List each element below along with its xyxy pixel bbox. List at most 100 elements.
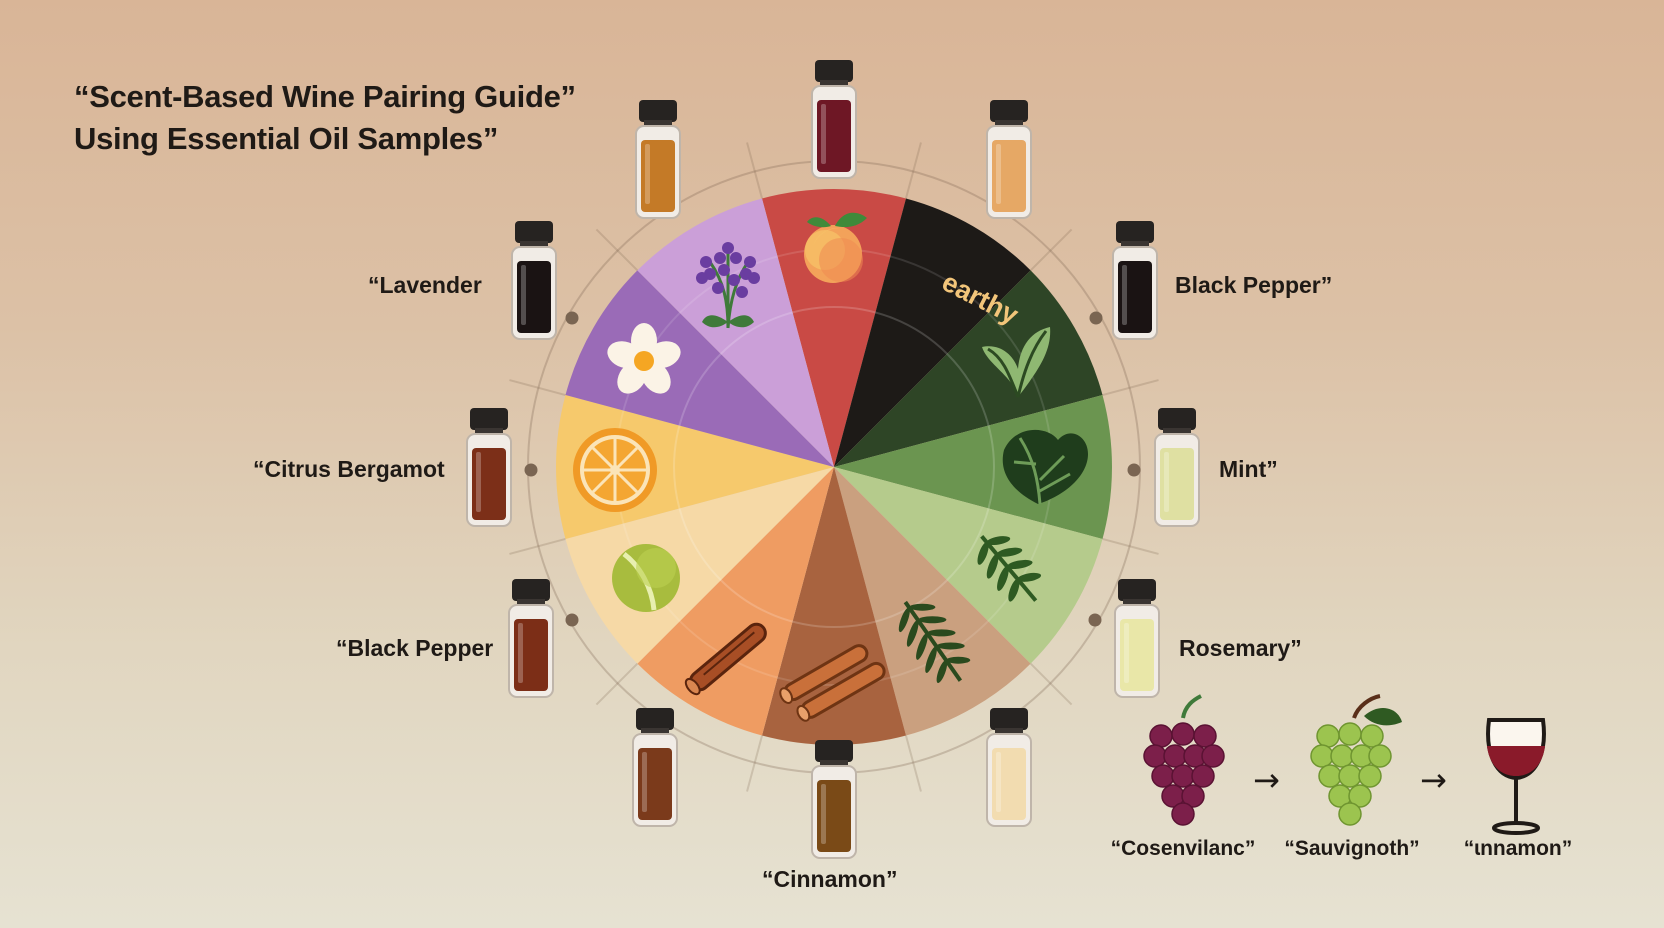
flow-label-3: “ɩnnamon” — [1463, 837, 1573, 860]
ring-spoke — [746, 142, 764, 199]
ring-spoke — [1029, 228, 1073, 272]
bottle-neck — [520, 241, 548, 249]
oil-bottle-8 — [632, 708, 678, 827]
bottle-highlight — [521, 265, 526, 325]
bottle-cap — [990, 708, 1028, 730]
oil-bottle-1 — [811, 60, 857, 179]
bottle-highlight — [821, 104, 826, 164]
bottle-neck — [475, 428, 503, 436]
bottle-highlight — [996, 752, 1001, 812]
bottle-oil — [641, 140, 675, 212]
ring-spoke — [746, 735, 764, 792]
bottle-neck — [641, 728, 669, 736]
orange-slice-icon — [573, 428, 657, 512]
oil-bottle-4 — [1154, 408, 1200, 527]
peach-icon — [804, 212, 867, 283]
bottle-cap — [639, 100, 677, 122]
label-black-pepper-right: Black Pepper” — [1175, 272, 1333, 298]
bottle-cap — [470, 408, 508, 430]
rosemary-sprig-icon — [898, 600, 971, 684]
lime-icon — [612, 544, 680, 612]
bottle-oil — [514, 619, 548, 691]
bottle-oil — [517, 261, 551, 333]
bottle-oil — [817, 100, 851, 172]
cinnamon-sticks-icon — [779, 644, 886, 722]
label-mint: Mint” — [1219, 456, 1278, 482]
bottle-highlight — [821, 784, 826, 844]
lavender-icon — [696, 242, 760, 329]
bottle-oil — [817, 780, 851, 852]
bottle-highlight — [1124, 623, 1129, 683]
bottle-neck — [820, 760, 848, 768]
label-citrus-bergamot: “Citrus Bergamot — [253, 456, 445, 482]
wheel-segment-1 — [762, 189, 906, 468]
oil-bottle-3 — [1112, 221, 1158, 340]
connector-dot-3 — [524, 463, 538, 477]
bottle-oil — [1120, 619, 1154, 691]
oil-bottles — [466, 60, 1200, 859]
oil-bottle-10 — [466, 408, 512, 527]
bottle-cap — [515, 221, 553, 243]
wheel-segment-12 — [637, 198, 834, 467]
bottle-neck — [995, 728, 1023, 736]
bottle-highlight — [996, 144, 1001, 204]
wheel-segment-11 — [565, 270, 834, 467]
bottle-neck — [1123, 599, 1151, 607]
bottle-highlight — [642, 752, 647, 812]
wheel-segment-6 — [834, 467, 1031, 736]
bottle-cap — [990, 100, 1028, 122]
wheel-segment-5 — [834, 467, 1103, 664]
bottle-cap — [1118, 579, 1156, 601]
bottle-neck — [995, 120, 1023, 128]
connector-dot-6 — [1088, 613, 1102, 627]
bottle-cap — [512, 579, 550, 601]
wine-glass-icon — [1486, 718, 1546, 835]
bottle-neck — [644, 120, 672, 128]
label-lavender: “Lavender — [368, 272, 482, 298]
ring-spoke — [1029, 662, 1073, 706]
oil-bottle-12 — [635, 100, 681, 219]
oil-bottle-2 — [986, 100, 1032, 219]
red-grapes-icon — [1143, 694, 1225, 826]
green-grapes-icon — [1310, 694, 1402, 826]
bottle-highlight — [1122, 265, 1127, 325]
connector-dot-1 — [565, 311, 579, 325]
title-line-1: “Scent-Based Wine Pairing Guide” — [74, 79, 576, 114]
bottle-neck — [1121, 241, 1149, 249]
bottle-oil — [1118, 261, 1152, 333]
connector-dot-4 — [1127, 463, 1141, 477]
oil-bottle-9 — [508, 579, 554, 698]
title-line-2: Using Essential Oil Samples” — [74, 121, 499, 156]
bottle-neck — [820, 80, 848, 88]
label-cinnamon: “Cinnamon” — [762, 866, 898, 892]
fern-icon — [977, 535, 1042, 602]
bottle-oil — [472, 448, 506, 520]
ring-spoke — [595, 228, 639, 272]
flow-label-2: “Sauvignoth” — [1284, 837, 1420, 860]
bottle-oil — [992, 140, 1026, 212]
bottle-oil — [638, 748, 672, 820]
bottle-cap — [815, 740, 853, 762]
ring-spoke — [1102, 379, 1159, 397]
mint-leaf-icon — [1002, 429, 1088, 505]
connector-dots — [524, 311, 1141, 627]
oil-bottle-7 — [811, 740, 857, 859]
inner-guide-circle — [673, 306, 995, 628]
flow-label-1: “Cosenvilanc” — [1110, 837, 1256, 860]
bottle-highlight — [645, 144, 650, 204]
cinnamon-stick-icon — [684, 622, 767, 696]
ring-spoke — [595, 662, 639, 706]
bottle-highlight — [476, 452, 481, 512]
bottle-highlight — [518, 623, 523, 683]
wheel-segment-9 — [565, 467, 834, 664]
wheel-segment-2 — [834, 198, 1031, 467]
bottle-highlight — [1164, 452, 1169, 512]
flow-arrow-2: → — [1420, 761, 1447, 799]
bottle-oil — [1160, 448, 1194, 520]
ring-spoke — [1102, 537, 1159, 555]
ring-spoke — [904, 735, 922, 792]
bottle-cap — [815, 60, 853, 82]
bottle-cap — [636, 708, 674, 730]
bottle-neck — [1163, 428, 1191, 436]
